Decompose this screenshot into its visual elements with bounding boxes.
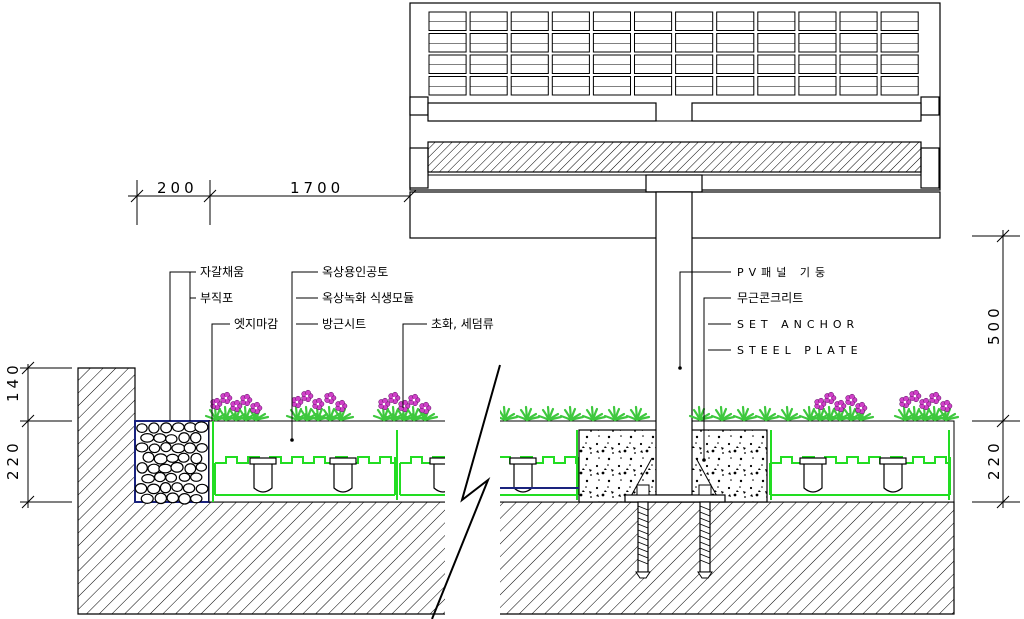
panel-clip-right-lower [920,147,940,189]
label-set-anchor: SET ANCHOR [737,318,859,331]
panel-rail-right [691,102,922,122]
dim-220-left: 220 [4,439,22,480]
dimension-texts: 200 1700 500 220 140 220 [4,179,1003,480]
label-greening-module: 옥상녹화 식생모듈 [322,291,414,305]
gravel-fill [134,420,210,505]
greening-module-right [769,430,951,500]
label-pv-column: PV패널 기둥 [737,266,830,279]
dim-140: 140 [4,361,22,402]
plants-layer [204,389,960,422]
label-plain-concrete: 무근콘크리트 [737,291,803,305]
dim-1700: 1700 [290,179,344,197]
dim-200: 200 [157,179,198,197]
dim-220-right: 220 [985,439,1003,480]
column-cap [645,174,703,193]
label-steel-plate: STEEL PLATE [737,344,863,357]
dimensions [20,180,1020,509]
set-anchors [635,501,713,579]
dim-500: 500 [985,304,1003,345]
pv-column [624,191,726,503]
annotation-labels: 자갈채움 부직포 엣지마감 옥상용인공토 옥상녹화 식생모듈 방근시트 초화, … [200,265,863,357]
panel-support-beam [427,141,922,173]
panel-clip-left-upper [409,96,429,116]
steel-plate [624,494,726,503]
label-gravel-fill: 자갈채움 [200,265,244,279]
break-line [431,364,579,619]
panel-clip-right-upper [920,96,940,116]
pv-cell-grid [428,11,919,96]
label-artificial-soil: 옥상용인공토 [322,265,388,279]
panel-clip-left-lower [409,147,429,189]
label-nonwoven-fabric: 부직포 [200,291,233,305]
label-root-barrier-sheet: 방근시트 [322,317,366,331]
panel-rail-left [427,102,657,122]
leader-lines [169,271,731,460]
label-edge-finish: 엣지마감 [234,317,278,331]
label-plants: 초화, 세덤류 [431,317,494,331]
